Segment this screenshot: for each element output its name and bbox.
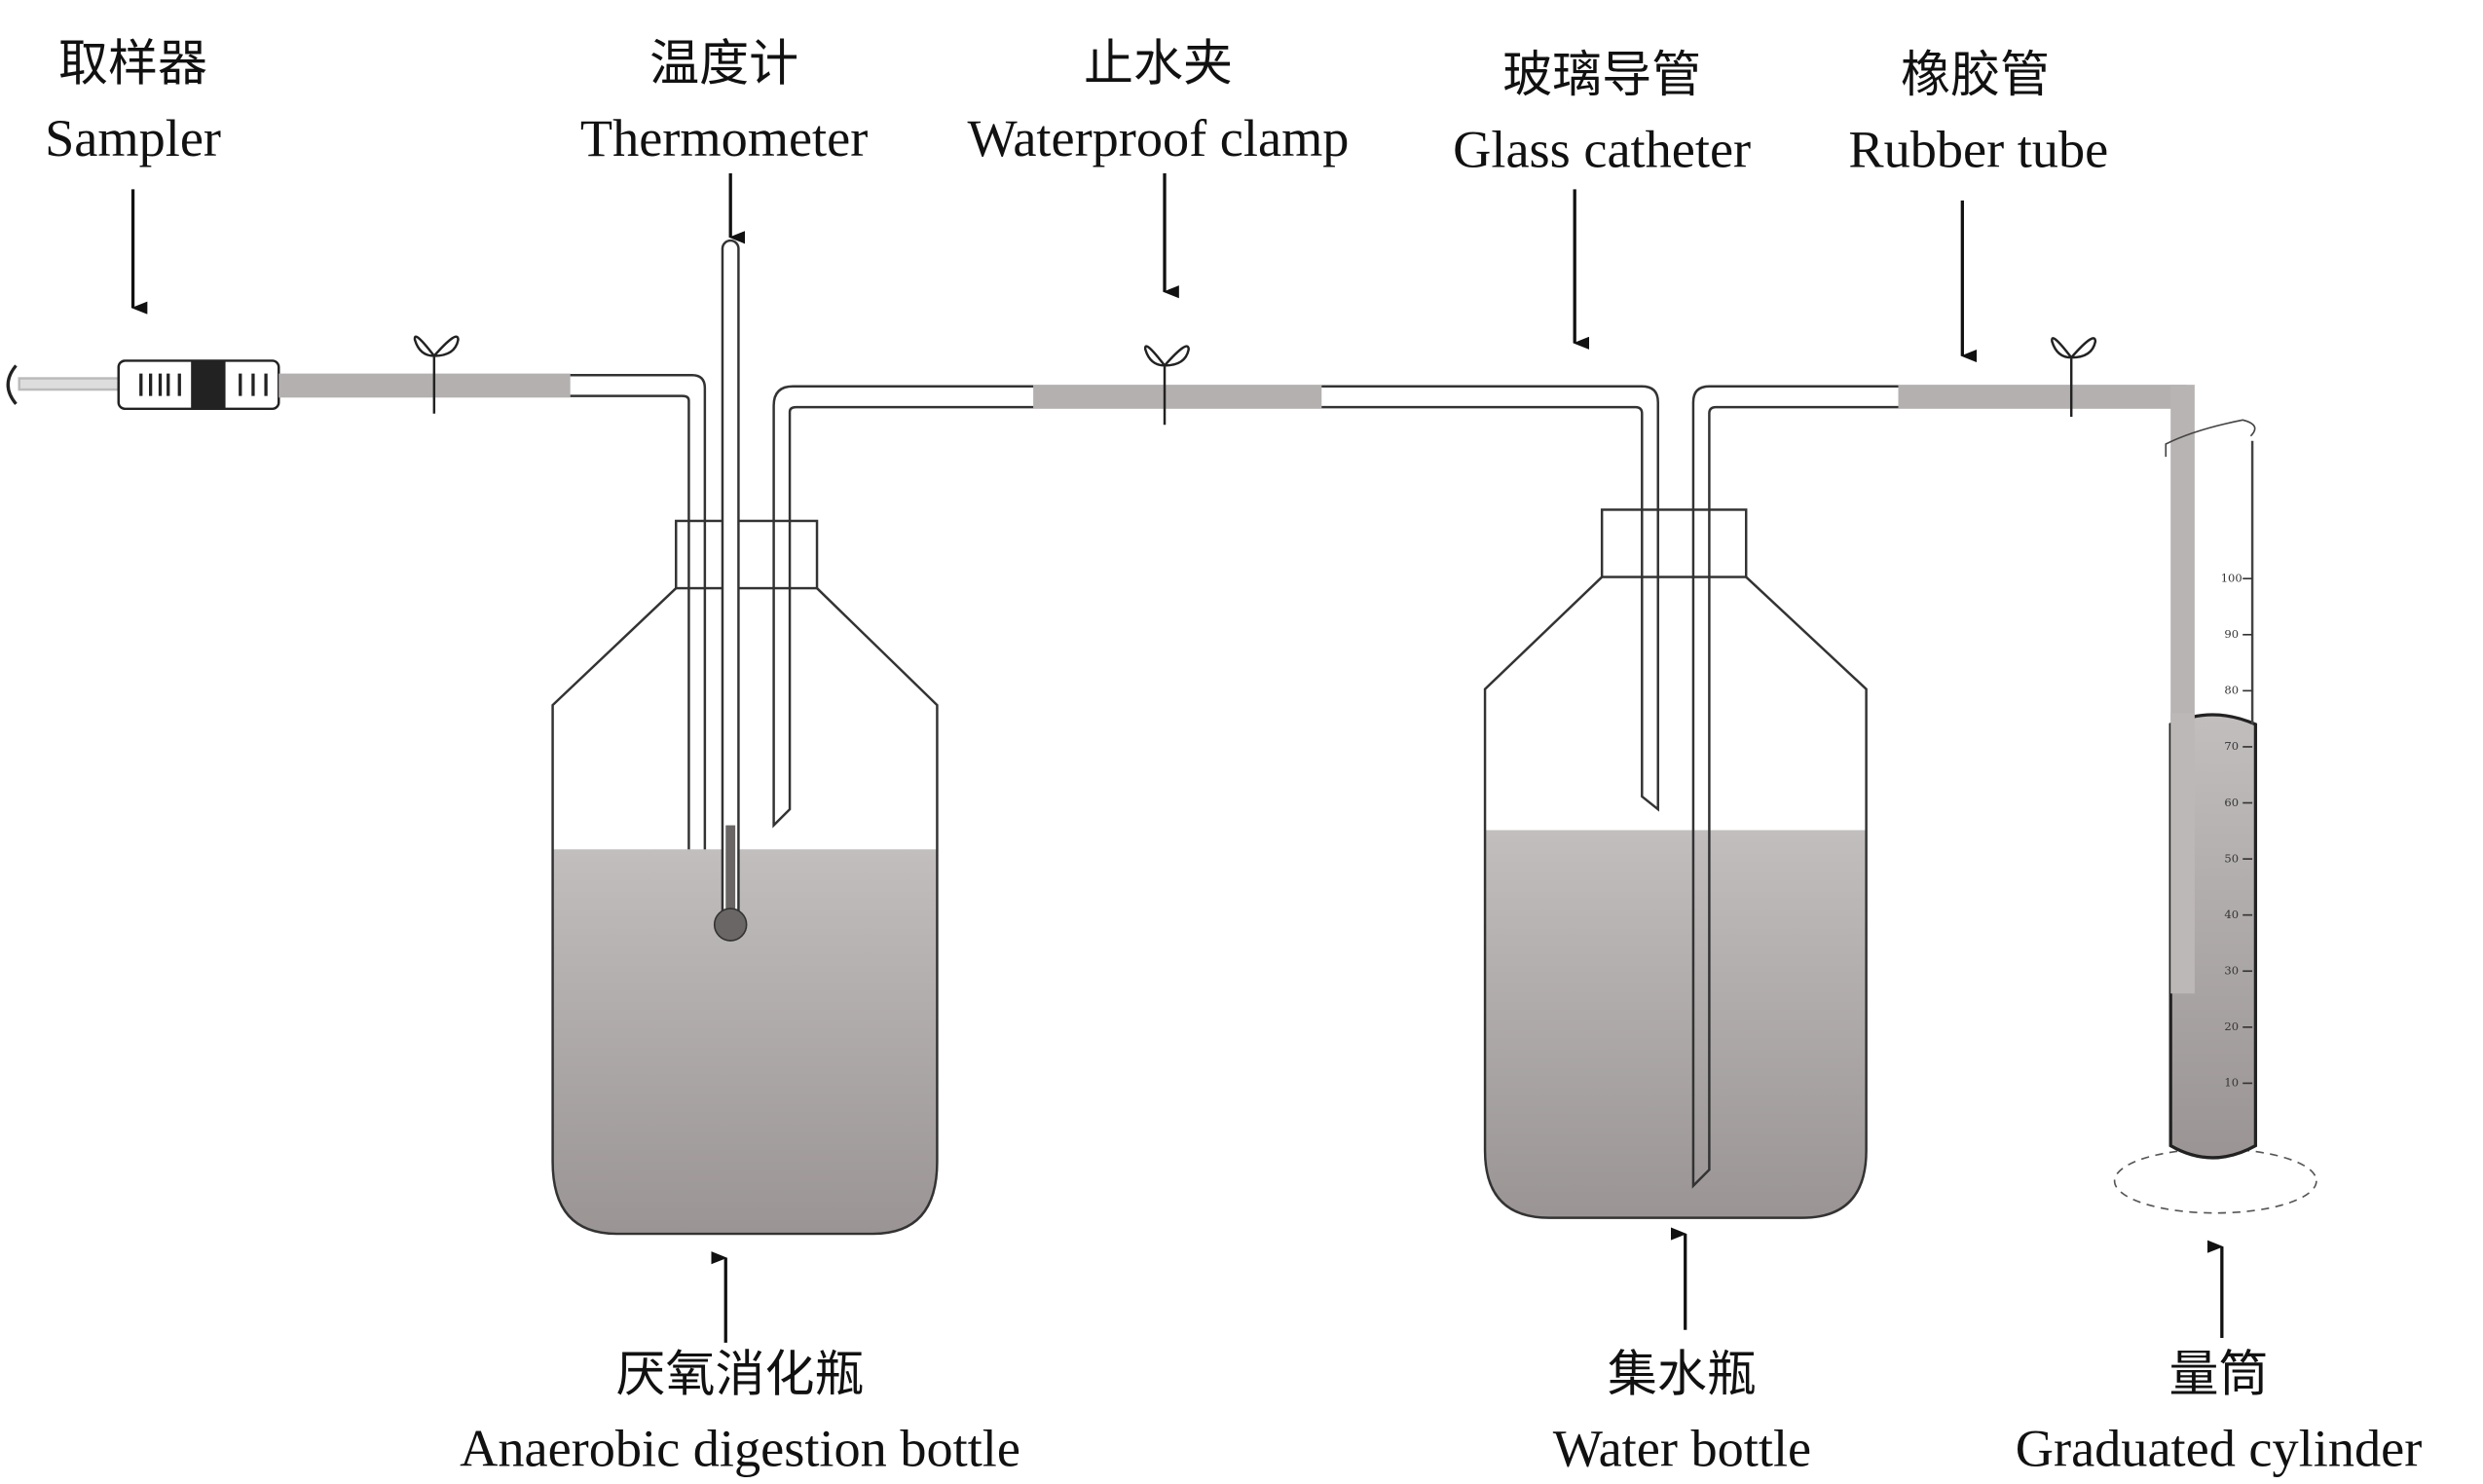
scale-tick-label: 10 (2224, 1076, 2239, 1090)
scale-tick-label: 50 (2224, 851, 2239, 865)
svg-text:Sampler: Sampler (45, 109, 221, 167)
thermometer (713, 239, 748, 942)
svg-text:Rubber tube: Rubber tube (1848, 120, 2108, 178)
clamp-icon (413, 335, 2097, 426)
svg-text:玻璃导管: 玻璃导管 (1502, 47, 1701, 104)
syringe-sampler (6, 359, 280, 411)
label-glass-catheter: 玻璃导管 Glass catheter (1453, 47, 1751, 350)
scale-tick-label: 40 (2224, 908, 2239, 921)
svg-text:Glass catheter: Glass catheter (1453, 120, 1751, 178)
svg-text:橡胶管: 橡胶管 (1901, 47, 2050, 104)
label-rubber-tube: 橡胶管 Rubber tube (1848, 47, 2108, 363)
label-digestion-bottle: 厌氧消化瓶 Anaerobic digestion bottle (460, 1251, 1020, 1478)
svg-text:量筒: 量筒 (2169, 1346, 2269, 1403)
svg-text:Graduated cylinder: Graduated cylinder (2016, 1420, 2422, 1478)
svg-text:集水瓶: 集水瓶 (1608, 1346, 1757, 1403)
scale-tick-label: 80 (2224, 684, 2239, 697)
scale-tick-label: 30 (2224, 964, 2239, 978)
svg-text:厌氧消化瓶: 厌氧消化瓶 (616, 1346, 865, 1403)
svg-text:Water bottle: Water bottle (1553, 1420, 1811, 1478)
svg-text:取样器: 取样器 (58, 36, 207, 93)
svg-text:Anaerobic digestion bottle: Anaerobic digestion bottle (460, 1420, 1020, 1478)
svg-text:温度计: 温度计 (649, 36, 798, 93)
label-graduated-cylinder: 量筒 Graduated cylinder (2016, 1240, 2422, 1478)
label-thermometer: 温度计 Thermometer (580, 36, 868, 244)
scale-tick-label: 100 (2221, 571, 2242, 584)
scale-tick-label: 20 (2224, 1020, 2239, 1033)
svg-text:Waterproof clamp: Waterproof clamp (967, 109, 1349, 167)
scale-tick-label: 60 (2224, 796, 2239, 809)
scale-tick-label: 90 (2224, 627, 2239, 641)
label-sampler: 取样器 Sampler (45, 36, 221, 315)
scale-tick-label: 70 (2224, 739, 2239, 753)
svg-text:Thermometer: Thermometer (580, 109, 868, 167)
water-bottle (1483, 508, 1868, 1219)
anaerobic-digestion-bottle (551, 519, 939, 1236)
label-water-bottle: 集水瓶 Water bottle (1553, 1227, 1811, 1478)
cylinder-scale: 10 20 30 40 50 60 70 80 90 100 (2221, 571, 2253, 1090)
graduated-cylinder: 10 20 30 40 50 60 70 80 90 100 (2113, 419, 2317, 1214)
svg-text:止水夹: 止水夹 (1084, 36, 1233, 93)
label-clamp: 止水夹 Waterproof clamp (967, 36, 1349, 299)
